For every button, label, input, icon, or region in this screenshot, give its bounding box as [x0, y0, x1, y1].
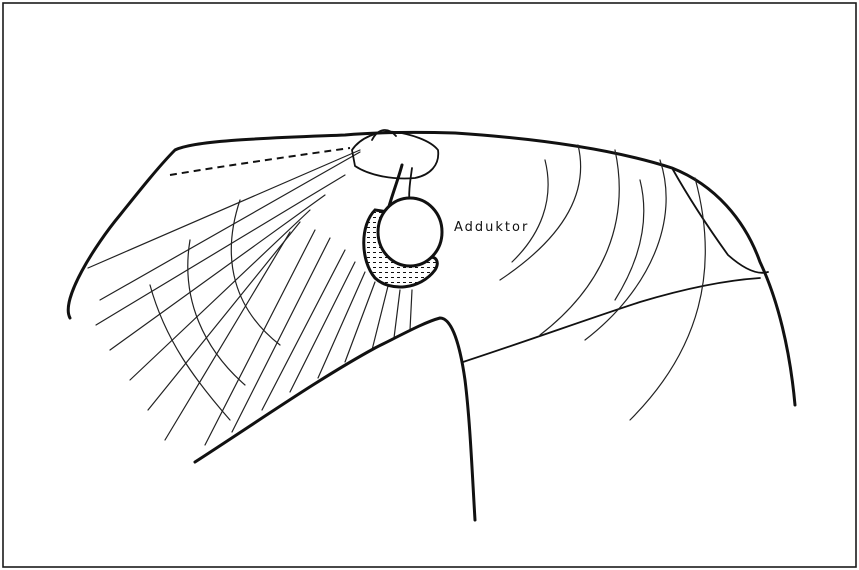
inner-ridge: [672, 168, 768, 273]
umbo: [352, 132, 438, 179]
adductor-label: Adduktor: [454, 220, 529, 235]
growth-line-5: [630, 178, 705, 420]
lower-valve-outline: [195, 318, 475, 520]
growth-line-2: [500, 145, 581, 280]
figure-frame: [3, 3, 856, 567]
growth-line-1: [512, 160, 548, 262]
lower-margin-line: [463, 278, 760, 362]
hinge-dashed-line: [170, 148, 350, 175]
growth-line-left-2: [188, 240, 245, 385]
growth-line-4: [585, 160, 666, 340]
adductor-muscle: [378, 198, 442, 266]
